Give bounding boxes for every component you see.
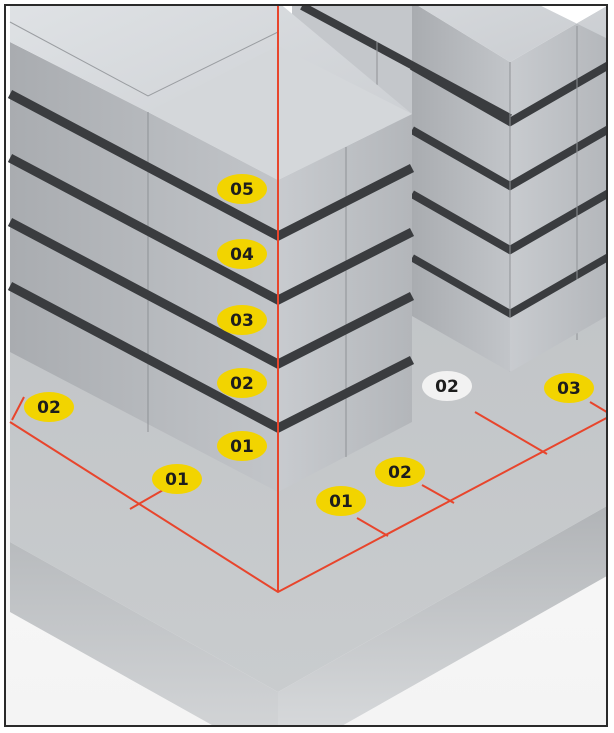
marker-badge: [24, 392, 74, 422]
far-axis-marker-02: 02: [422, 371, 472, 401]
right-axis-tick-01: [356, 517, 389, 537]
marker-badge: [152, 464, 202, 494]
marker-label: 03: [230, 311, 254, 331]
marker-label: 01: [165, 470, 189, 490]
left-axis-marker-02: 02: [24, 392, 74, 422]
marker-label: 03: [557, 379, 581, 399]
back-building: [292, 6, 606, 372]
marker-label: 02: [37, 398, 61, 418]
marker-badge: [375, 457, 425, 487]
diagram-frame: 05 04 03 02 01: [4, 4, 608, 727]
level-marker-02: 02: [217, 368, 267, 398]
right-axis-marker-02: 02: [375, 457, 425, 487]
tower-right-face: [278, 114, 412, 492]
marker-label: 02: [388, 463, 412, 483]
marker-badge: [544, 373, 594, 403]
ground-front-left: [10, 542, 278, 725]
marker-label: 05: [230, 180, 254, 200]
left-axis-marker-01: 01: [152, 464, 202, 494]
ground-axis-guide: [9, 417, 606, 594]
back-building-base-left: [412, 262, 510, 372]
marker-badge: [217, 239, 267, 269]
marker-badge: [316, 486, 366, 516]
marker-label: 02: [230, 374, 254, 394]
level-marker-03: 03: [217, 305, 267, 335]
marker-label: 01: [230, 437, 254, 457]
markers: 05 04 03 02 01: [24, 174, 594, 516]
far-axis-marker-03: 03: [544, 373, 594, 403]
marker-badge-highlight: [422, 371, 472, 401]
back-building-base-right: [510, 262, 606, 372]
guide-lines: [9, 6, 606, 594]
right-axis-marker-01: 01: [316, 486, 366, 516]
left-axis-tick-02: [11, 396, 25, 421]
isometric-scene: 05 04 03 02 01: [7, 6, 606, 725]
level-marker-05: 05: [217, 174, 267, 204]
right-axis-tick-02: [421, 484, 455, 504]
level-marker-04: 04: [217, 239, 267, 269]
marker-badge: [217, 431, 267, 461]
marker-badge: [217, 368, 267, 398]
marker-label: 01: [329, 492, 353, 512]
marker-badge: [217, 305, 267, 335]
marker-badge: [217, 174, 267, 204]
back-building-top: [418, 6, 606, 62]
ground-front-right: [278, 506, 606, 725]
tower-left-face: [10, 42, 278, 492]
level-marker-01: 01: [217, 431, 267, 461]
marker-label: 04: [230, 245, 254, 265]
tower-top-seam: [9, 21, 279, 97]
far-axis-tick-03: [589, 401, 606, 413]
back-building-joint-top: [300, 6, 512, 122]
far-axis-tick-02: [474, 411, 548, 455]
tower-top-block: [148, 46, 412, 180]
marker-label: 02: [435, 377, 459, 397]
